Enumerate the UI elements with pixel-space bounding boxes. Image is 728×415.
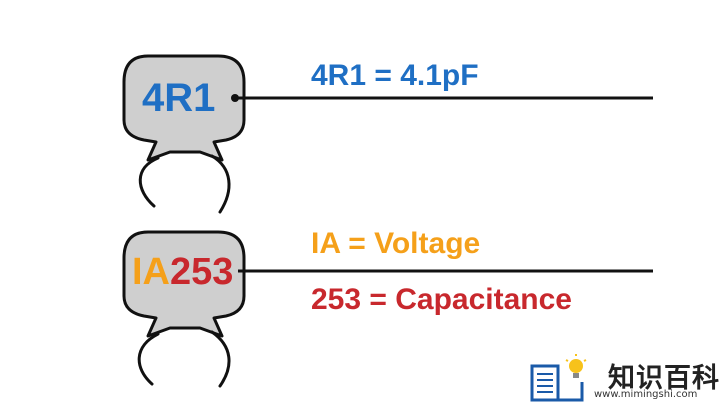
capacitor-2-capacitance-code: 253 xyxy=(170,251,234,293)
capacitor-1-code: 4R1 xyxy=(142,76,216,120)
capacitor-2-right-lead xyxy=(210,330,231,388)
watermark-url: www.mimingshi.com xyxy=(594,389,698,400)
capacitor-1 xyxy=(122,54,653,214)
watermark: 知识百科 www.mimingshi.com xyxy=(528,352,724,406)
capacitor-2-voltage-code: IA xyxy=(132,251,170,293)
capacitor-1-annotation: 4R1 = 4.1pF xyxy=(311,59,479,92)
book-lightbulb-icon xyxy=(530,354,587,402)
capacitor-2-left-lead xyxy=(137,332,160,386)
capacitor-2-capacitance-annotation: 253 = Capacitance xyxy=(311,283,572,316)
watermark-name: 知识百科 xyxy=(608,363,720,394)
capacitor-1-left-lead xyxy=(138,156,160,208)
capacitor-2-code: IA253 xyxy=(132,253,233,291)
capacitor-1-right-lead xyxy=(210,154,231,214)
capacitor-2-voltage-annotation: IA = Voltage xyxy=(311,227,481,260)
capacitor-2-body xyxy=(122,230,246,338)
capacitor-2 xyxy=(122,230,653,388)
capacitor-1-body xyxy=(122,54,246,162)
